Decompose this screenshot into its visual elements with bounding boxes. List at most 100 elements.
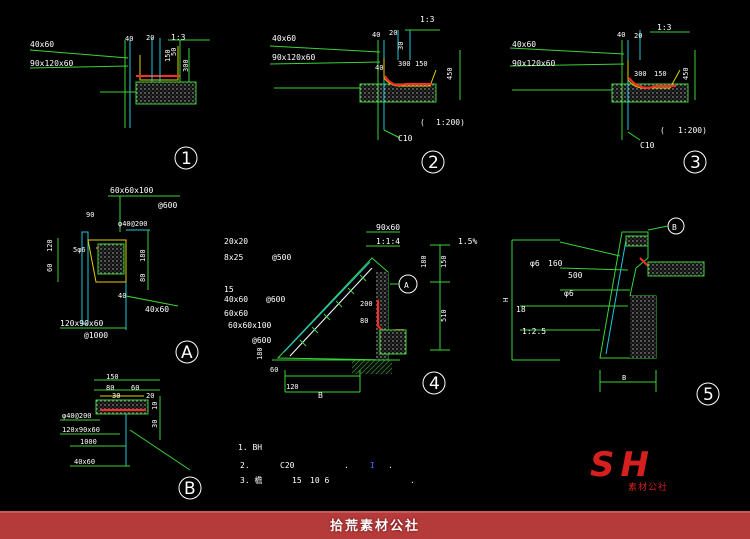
sh-logo: SH 素材公社 <box>590 445 690 493</box>
d4-dim-6: @500 <box>272 253 291 262</box>
dB-dim-10: 10 <box>151 402 159 410</box>
d4-dim-7: 15 <box>224 285 234 294</box>
detail-b-number: B <box>184 479 196 499</box>
detail-1: 40x60 90x120x60 40 20 1:3 150 50 300 1 <box>29 33 210 170</box>
dB-dim-7: 1000 <box>80 438 97 446</box>
d2-dim-2: 90x120x60 <box>272 53 316 62</box>
d1-dim-3: 40 <box>125 35 133 43</box>
dA-dim-6: 60 <box>46 264 54 272</box>
detail-5: B φ6 160 500 φ6 18 1:2.5 H B 5 <box>502 217 720 406</box>
dA-dim-10: 40x60 <box>145 305 169 314</box>
d4-dim-15: 200 <box>360 300 373 308</box>
detail-5-number: 5 <box>703 385 714 405</box>
note-line-2-b: C20 <box>280 461 295 470</box>
d5-dim-3: 160 <box>548 259 563 268</box>
dA-dim-8: 180 <box>139 249 147 262</box>
dB-dim-1: 150 <box>106 373 119 381</box>
dA-dim-7: 5φ6 <box>73 246 86 254</box>
detail-2-number: 2 <box>428 153 439 173</box>
d2-dim-4: 40 <box>372 31 380 39</box>
d4-dim-4: 20x20 <box>224 237 248 246</box>
d5-dim-2: φ6 <box>530 259 540 268</box>
dA-dim-13: 80 <box>139 274 147 282</box>
d2-dim-10: 450 <box>446 67 454 80</box>
d5-dim-1: B <box>672 223 677 232</box>
d5-dim-4: 500 <box>568 271 583 280</box>
note-line-3-b: 15 <box>292 476 302 485</box>
d4-dim-1: 90x60 <box>376 223 400 232</box>
logo-mark: SH <box>590 445 655 485</box>
cad-drawing-svg: 40x60 90x120x60 40 20 1:3 150 50 300 1 4… <box>29 15 720 500</box>
d5-dim-7: 1:2.5 <box>522 327 546 336</box>
d4-dim-18: 150 <box>440 255 448 268</box>
notes: 1. BH 2. C20 . I . 3. 檐 15 10 6 . <box>238 443 415 485</box>
dB-dim-2: 80 <box>106 384 114 392</box>
d5-dim-9: B <box>622 374 626 382</box>
d3-dim-1: 40x60 <box>512 40 536 49</box>
d2-dim-11: C10 <box>398 134 413 143</box>
detail-2: 40x60 90x120x60 1:3 40 20 30 40 300 150 … <box>269 15 465 174</box>
d4-dim-2: 1:1:4 <box>376 237 400 246</box>
note-line-1: 1. BH <box>238 443 262 452</box>
note-line-2-e: . <box>388 461 393 470</box>
d2-dim-3: 1:3 <box>420 15 435 24</box>
note-line-3-d: . <box>410 476 415 485</box>
dB-dim-11: 20 <box>146 392 154 400</box>
footer-banner: 拾荒素材公社 <box>0 511 750 539</box>
d5-dim-8: H <box>502 298 510 302</box>
detail-1-number: 1 <box>181 149 192 169</box>
d4-dim-14: 60 <box>270 366 278 374</box>
dB-dim-4: 30 <box>112 392 120 400</box>
d5-dim-5: φ6 <box>564 289 574 298</box>
d3-dim-3: 1:3 <box>657 23 672 32</box>
dA-dim-2: @600 <box>158 201 177 210</box>
note-line-2-a: 2. <box>240 461 250 470</box>
dB-dim-8: 40x60 <box>74 458 95 466</box>
d3-dim-7: 150 <box>654 70 667 78</box>
d4-dim-16: 80 <box>360 317 368 325</box>
detail-3: 40x60 90x120x60 1:3 40 20 300 150 450 C1… <box>509 23 707 174</box>
d4-dim-3: 1.5% <box>458 237 477 246</box>
d4-dim-19: 180 <box>420 255 428 268</box>
dA-dim-5: 120 <box>46 239 54 252</box>
dB-dim-6: 120x90x60 <box>62 426 100 434</box>
d3-dim-10: ( <box>660 126 665 135</box>
d1-dim-8: 300 <box>182 59 190 72</box>
d2-dim-7: 40 <box>375 64 383 72</box>
d4-dim-8: 40x60 <box>224 295 248 304</box>
d3-dim-8: 450 <box>682 67 690 80</box>
d1-dim-7: 50 <box>170 48 178 56</box>
d4-dim-17: 120 <box>286 383 299 391</box>
d4-dim-5: 8x25 <box>224 253 243 262</box>
d2-dim-13: 1:200) <box>436 118 465 127</box>
d4-dim-21: B <box>318 391 323 400</box>
d1-dim-2: 90x120x60 <box>30 59 74 68</box>
d3-dim-4: 40 <box>617 31 625 39</box>
note-line-3-c: 10 6 <box>310 476 329 485</box>
d3-dim-9: C10 <box>640 141 655 150</box>
dA-dim-11: 120x90x60 <box>60 319 104 328</box>
dA-dim-3: 90 <box>86 211 94 219</box>
logo-subtitle: 素材公社 <box>628 483 669 493</box>
d1-dim-1: 40x60 <box>30 40 54 49</box>
d4-dim-12: @600 <box>252 336 271 345</box>
d4-dim-9: @600 <box>266 295 285 304</box>
dB-dim-9: 30 <box>151 420 159 428</box>
dB-dim-5: φ40@200 <box>62 412 92 420</box>
d4-dim-13: 180 <box>256 347 264 360</box>
d3-dim-5: 20 <box>634 32 642 40</box>
note-line-2-d: I <box>370 461 375 470</box>
dA-dim-12: @1000 <box>84 331 108 340</box>
d4-dim-10: 60x60 <box>224 309 248 318</box>
dA-dim-4: φ40@200 <box>118 220 148 228</box>
detail-4: 90x60 1:1:4 1.5% 20x20 8x25 @500 15 40x6… <box>224 223 477 400</box>
d2-dim-1: 40x60 <box>272 34 296 43</box>
d4-dim-22: A <box>404 281 409 290</box>
detail-4-number: 4 <box>429 374 440 394</box>
d4-dim-20: 510 <box>440 309 448 322</box>
d3-dim-6: 300 <box>634 70 647 78</box>
d2-dim-8: 300 <box>398 60 411 68</box>
d1-dim-5: 1:3 <box>171 33 186 42</box>
d5-dim-6: 18 <box>516 305 526 314</box>
